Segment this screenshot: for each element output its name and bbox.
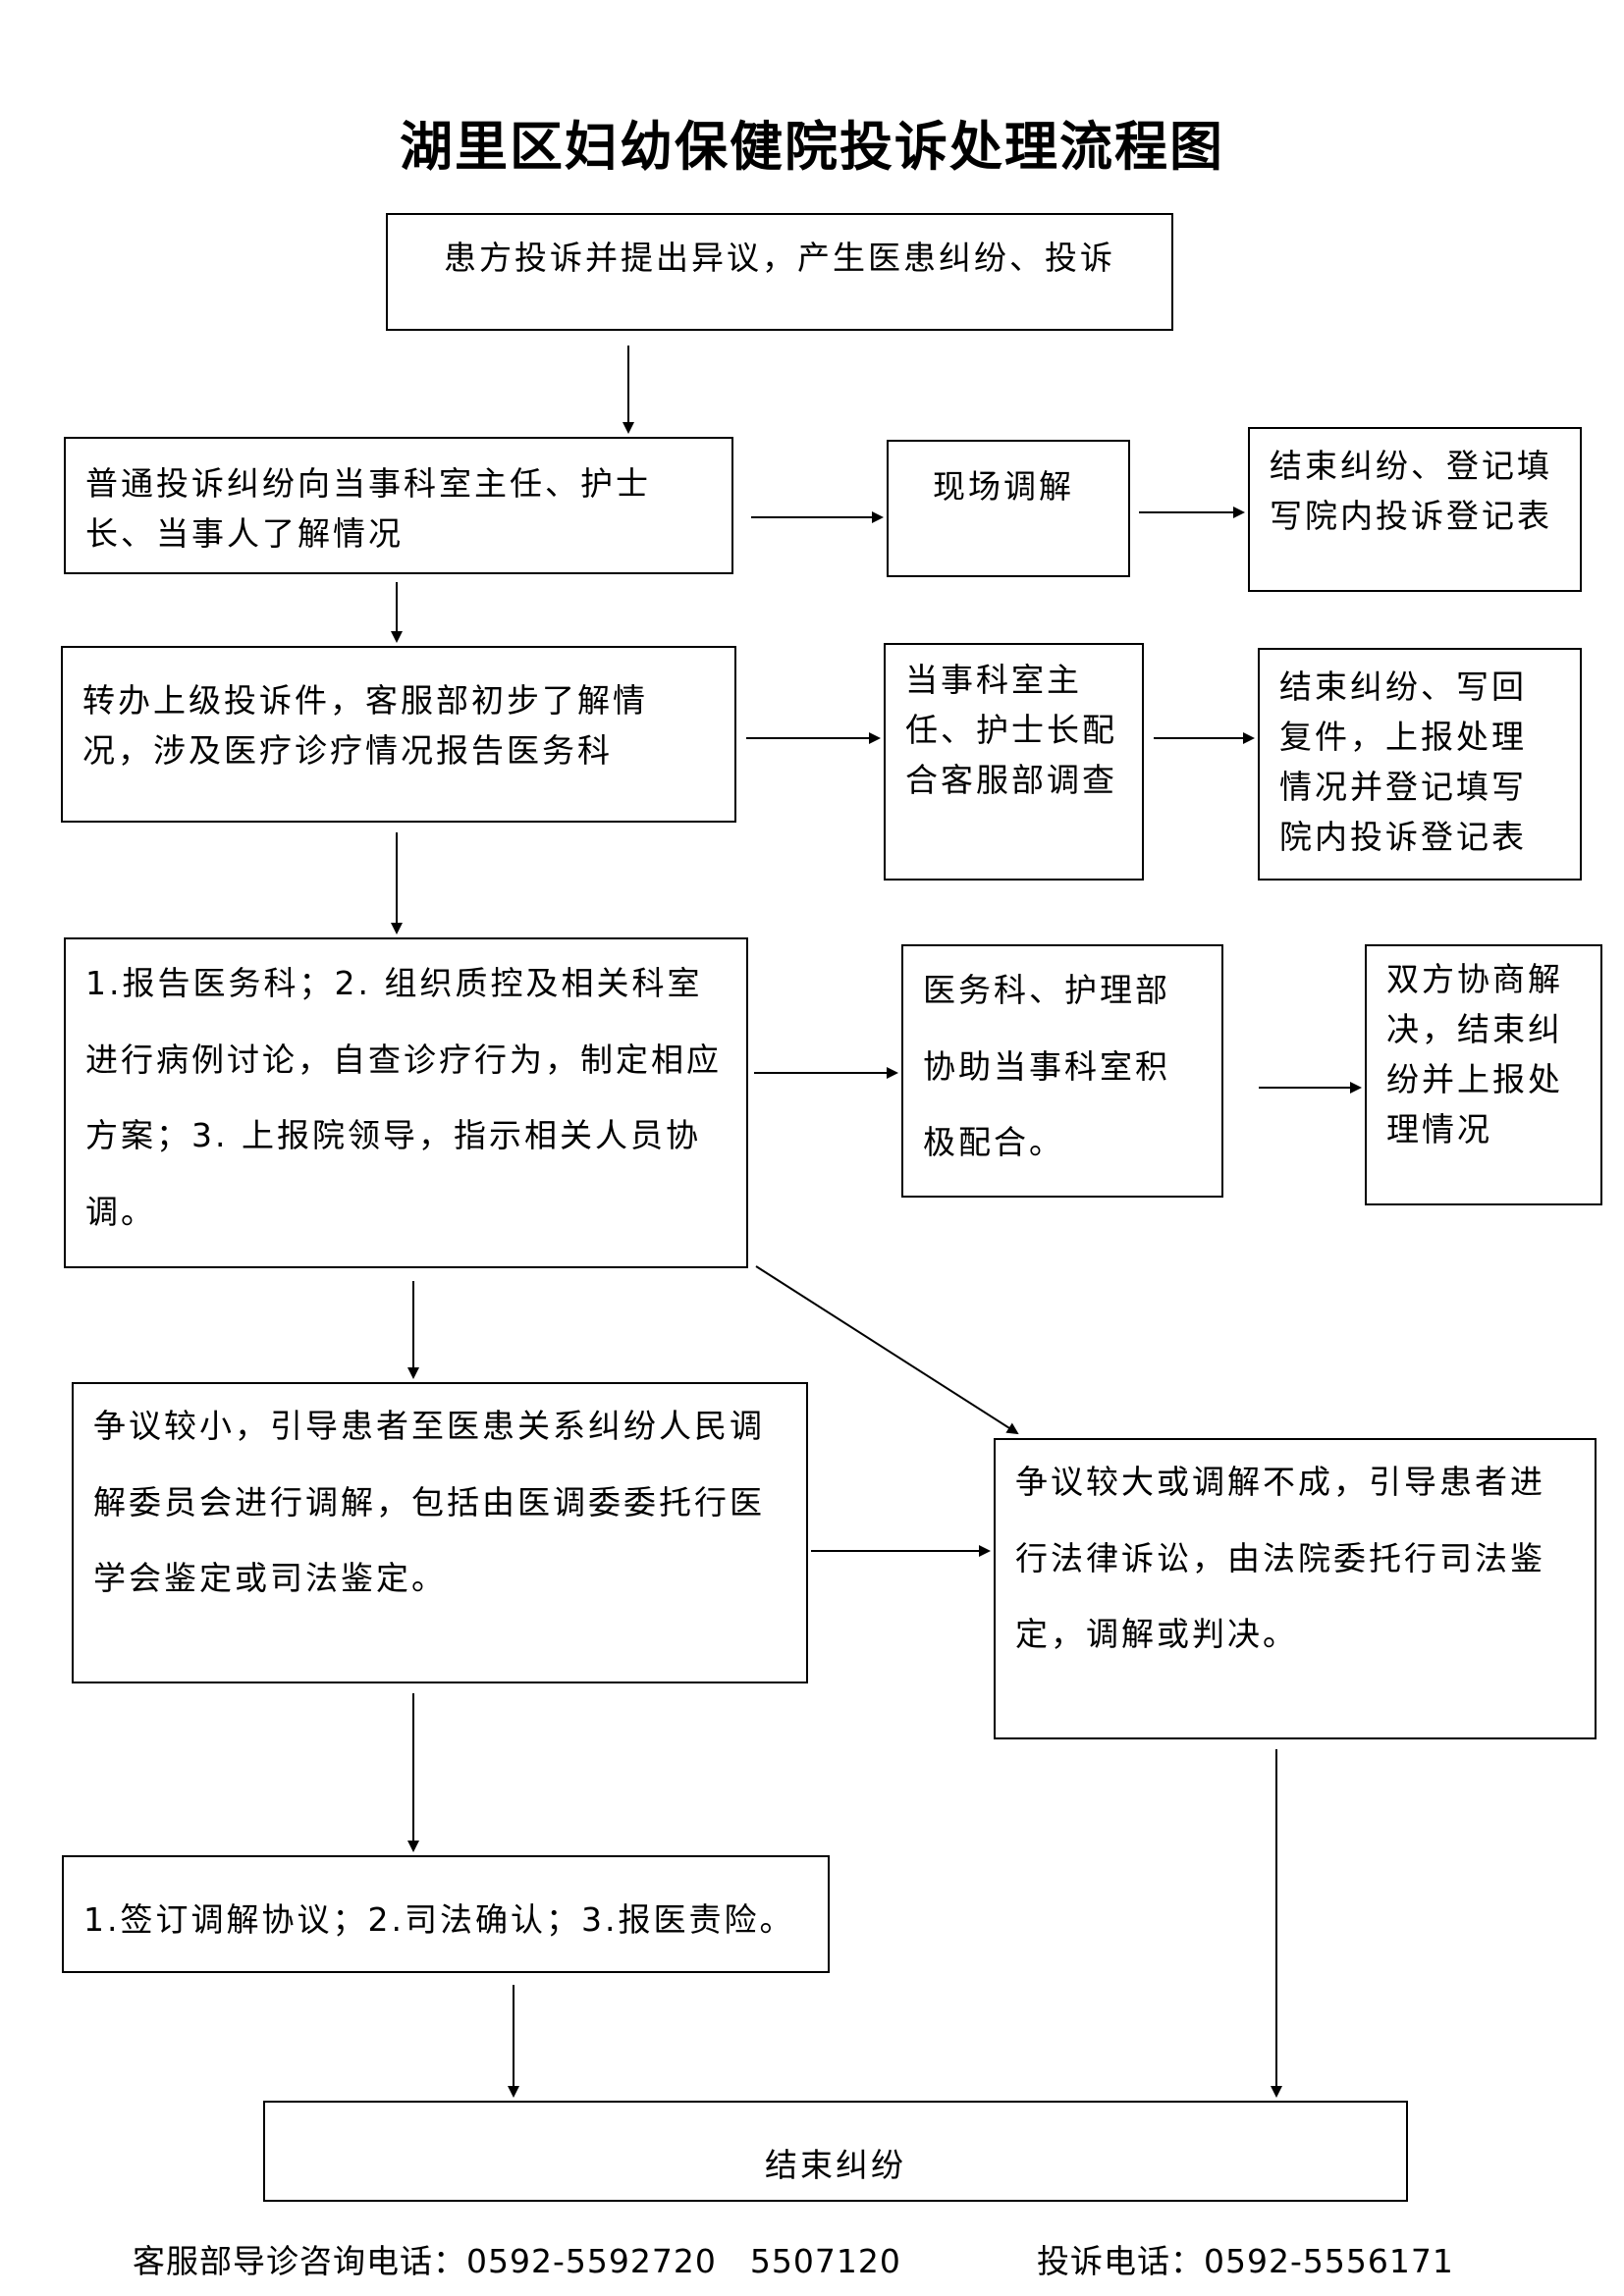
start-text: 患方投诉并提出异议，产生医患纠纷、投诉 bbox=[444, 239, 1115, 277]
end-register-2-text: 结束纠纷、写回复件，上报处理情况并登记填写院内投诉登记表 bbox=[1279, 667, 1527, 857]
negotiate-box: 双方协商解决，结束纠纷并上报处理情况 bbox=[1365, 944, 1602, 1205]
dept-cooperate-box: 当事科室主任、护士长配合客服部调查 bbox=[884, 643, 1144, 881]
escalate-text: 转办上级投诉件，客服部初步了解情况，涉及医疗诊疗情况报告医务科 bbox=[82, 681, 648, 771]
agreement-box: 1.签订调解协议；2.司法确认；3.报医责险。 bbox=[62, 1855, 830, 1973]
end-text: 结束纠纷 bbox=[765, 2146, 906, 2184]
end-register-2-box: 结束纠纷、写回复件，上报处理情况并登记填写院内投诉登记表 bbox=[1258, 648, 1582, 881]
nursing-assist-text: 医务科、护理部协助当事科室积极配合。 bbox=[923, 971, 1170, 1162]
general-complaint-text: 普通投诉纠纷向当事科室主任、护士长、当事人了解情况 bbox=[85, 464, 651, 554]
end-register-1-box: 结束纠纷、登记填写院内投诉登记表 bbox=[1248, 427, 1582, 592]
service-phone: 客服部导诊咨询电话：0592-5592720 5507120 bbox=[133, 2242, 901, 2280]
major-dispute-box: 争议较大或调解不成，引导患者进行法律诉讼，由法院委托行司法鉴定，调解或判决。 bbox=[994, 1438, 1597, 1739]
medical-affairs-text: 1.报告医务科；2. 组织质控及相关科室进行病例讨论，自查诊疗行为，制定相应方案… bbox=[85, 964, 722, 1231]
dept-cooperate-text: 当事科室主任、护士长配合客服部调查 bbox=[905, 661, 1117, 800]
major-dispute-text: 争议较大或调解不成，引导患者进行法律诉讼，由法院委托行司法鉴定，调解或判决。 bbox=[1015, 1463, 1545, 1654]
minor-dispute-text: 争议较小，引导患者至医患关系纠纷人民调解委员会进行调解，包括由医调委委托行医学会… bbox=[93, 1407, 765, 1598]
nursing-assist-box: 医务科、护理部协助当事科室积极配合。 bbox=[901, 944, 1223, 1198]
onsite-mediation-text: 现场调解 bbox=[933, 467, 1074, 506]
page-title: 湖里区妇幼保健院投诉处理流程图 bbox=[400, 115, 1224, 178]
negotiate-text: 双方协商解决，结束纠纷并上报处理情况 bbox=[1386, 960, 1563, 1149]
onsite-mediation-box: 现场调解 bbox=[887, 440, 1130, 577]
agreement-text: 1.签订调解协议；2.司法确认；3.报医责险。 bbox=[83, 1900, 795, 1939]
end-register-1-text: 结束纠纷、登记填写院内投诉登记表 bbox=[1270, 447, 1552, 536]
medical-affairs-box: 1.报告医务科；2. 组织质控及相关科室进行病例讨论，自查诊疗行为，制定相应方案… bbox=[64, 937, 748, 1268]
general-complaint-box: 普通投诉纠纷向当事科室主任、护士长、当事人了解情况 bbox=[64, 437, 733, 574]
escalate-box: 转办上级投诉件，客服部初步了解情况，涉及医疗诊疗情况报告医务科 bbox=[61, 646, 736, 823]
complaint-phone: 投诉电话：0592-5556171 bbox=[1037, 2242, 1454, 2280]
minor-dispute-box: 争议较小，引导患者至医患关系纠纷人民调解委员会进行调解，包括由医调委委托行医学会… bbox=[72, 1382, 808, 1683]
end-box: 结束纠纷 bbox=[263, 2101, 1408, 2202]
start-box: 患方投诉并提出异议，产生医患纠纷、投诉 bbox=[386, 213, 1173, 331]
